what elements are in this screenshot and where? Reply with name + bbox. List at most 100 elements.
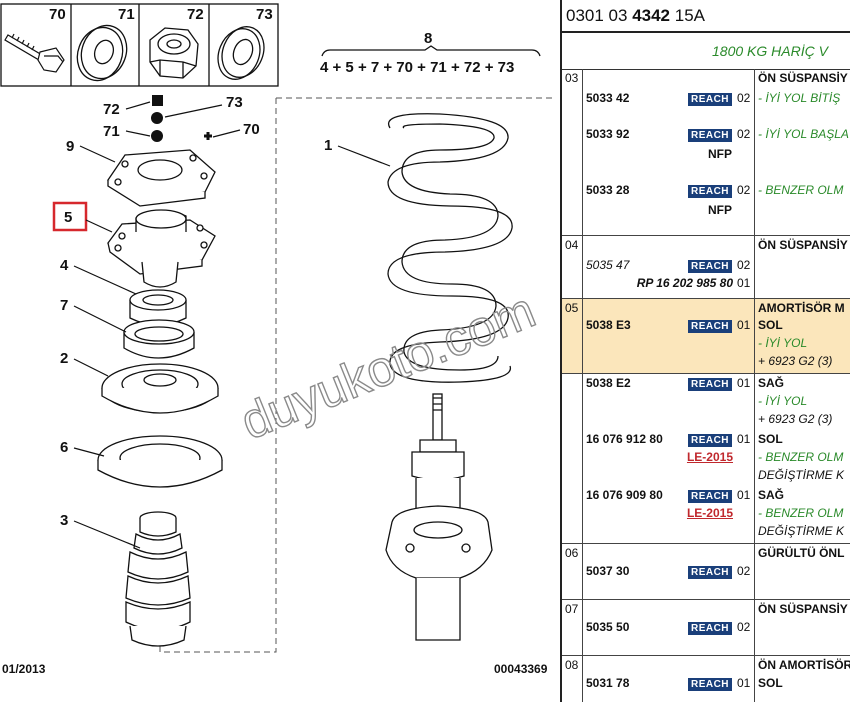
table-row[interactable]: 5038 E2 REACH 01 SAĞ [586,376,785,391]
table-row[interactable]: 5035 47 REACH 02 [586,258,751,273]
nfp-tag: NFP [708,203,732,217]
reach-badge: REACH [688,93,732,106]
reach-badge: REACH [688,185,732,198]
thumb-label-70: 70 [49,6,66,23]
strut-mount [107,209,216,288]
table-row[interactable]: 5033 28 REACH 02 - BENZER OLM [586,183,844,198]
label-2: 2 [60,350,68,367]
reach-badge: REACH [688,320,732,333]
bearing-ring [129,289,187,326]
table-row[interactable]: 16 076 909 80 REACH 01 SAĞ [586,488,785,503]
washer-marker-dot [151,112,163,124]
kit-formula: 4 + 5 + 7 + 70 + 71 + 72 + 73 [320,59,514,76]
bearing-cup [123,319,195,359]
bolt-icon [4,33,65,73]
washer-icon [217,26,265,80]
le-2015-tag[interactable]: LE-2015 [686,506,733,520]
label-5: 5 [64,209,72,226]
washer-marker-dot [151,130,163,142]
nut-marker-square [152,95,163,106]
part-number[interactable]: 16 076 912 80 [586,432,663,446]
part-number[interactable]: 5033 28 [586,183,630,197]
section-title: ÖN AMORTİSÖR [758,658,850,672]
table-row: - İYİ YOL [758,336,808,350]
catalog-header: 0301 03 4342 15A [562,0,850,33]
table-row[interactable]: RP 16 202 985 80 01 [636,276,751,290]
bump-stop-boot [125,511,191,647]
thumb-label-72: 72 [187,6,204,23]
sub-part-number[interactable]: RP 16 202 985 80 [636,276,733,290]
label-70: 70 [243,121,260,138]
section-title: ÖN SÜSPANSİY [758,71,848,85]
table-row: DEĞİŞTİRME K [758,524,845,538]
section-04: 04 ÖN SÜSPANSİY 5035 47 REACH 02 RP 16 2… [562,236,850,299]
thumb-label-73: 73 [256,6,273,23]
label-9: 9 [66,138,74,155]
label-6: 6 [60,439,68,456]
part-number[interactable]: 5037 30 [586,564,630,578]
exploded-parts-diagram: 70 71 72 73 8 4 + 5 + 7 + 70 + 71 + 72 +… [0,3,556,676]
section-08: 08 ÖN AMORTİSÖR 5031 78 REACH 01 SOL [562,656,850,702]
reach-badge: REACH [688,566,732,579]
spring-isolator [97,435,223,488]
reach-badge: REACH [688,260,732,273]
part-number[interactable]: 16 076 909 80 [586,488,663,502]
label-3: 3 [60,512,68,529]
label-72: 72 [103,101,120,118]
section-title: ÖN SÜSPANSİY [758,238,848,252]
table-row: DEĞİŞTİRME K [758,468,845,482]
reach-badge: REACH [688,490,732,503]
kit-label: 8 [424,30,432,47]
highlight-box-part-5 [52,201,88,232]
table-row: LE-2015 - BENZER OLM [686,506,844,520]
upper-mount-plate [107,149,216,207]
nut-icon [149,27,199,79]
reach-badge: REACH [688,622,732,635]
part-number[interactable]: 5033 42 [586,91,630,105]
table-row: LE-2015 - BENZER OLM [686,450,844,464]
table-row[interactable]: 5033 42 REACH 02 - İYİ YOL BİTİŞ [586,91,841,106]
section-05-selected[interactable]: 05 AMORTİSÖR M 5038 E3 REACH 01 SOL - İY… [562,299,850,374]
thumbnail-strip [0,3,279,87]
table-row[interactable]: 5037 30 REACH 02 [586,564,751,579]
section-title: AMORTİSÖR M [758,301,845,315]
reach-badge: REACH [688,678,732,691]
table-row[interactable]: 5038 E3 REACH 01 SOL [586,318,783,333]
part-number[interactable]: 5033 92 [586,127,630,141]
coil-spring [387,113,513,383]
part-number[interactable]: 5031 78 [586,676,630,690]
label-7: 7 [60,297,68,314]
table-row: + 6923 G2 (3) [758,354,833,368]
table-row[interactable]: 5031 78 REACH 01 SOL [586,676,783,691]
catalog-subheader: 1800 KG HARİÇ V [562,33,850,70]
spring-seat-upper [101,363,219,414]
label-1: 1 [324,137,332,154]
part-number[interactable]: 5038 E3 [586,318,631,332]
shock-absorber [385,393,493,641]
part-number[interactable]: 5038 E2 [586,376,631,390]
nfp-tag: NFP [708,147,732,161]
table-row[interactable]: 5035 50 REACH 02 [586,620,751,635]
table-row: - İYİ YOL [758,394,808,408]
le-2015-tag[interactable]: LE-2015 [686,450,733,464]
bolt-marker-plus [204,132,212,140]
reach-badge: REACH [688,129,732,142]
watermark: duyukoto.com [233,282,543,451]
diagram-date: 01/2013 [2,662,46,676]
section-05-continued: 5038 E2 REACH 01 SAĞ - İYİ YOL + 6923 G2… [562,374,850,544]
table-row[interactable]: 5033 92 REACH 02 - İYİ YOL BAŞLA [586,127,849,142]
table-row: NFP [562,147,850,165]
part-number[interactable]: 5035 47 [586,258,630,272]
table-row: + 6923 G2 (3) [758,412,833,426]
table-row[interactable]: 16 076 912 80 REACH 01 SOL [586,432,783,447]
thumb-label-71: 71 [118,6,135,23]
table-row: NFP [562,203,850,221]
diagram-ref: 00043369 [494,662,548,676]
catalog-header-bold: 4342 [632,6,671,25]
parts-list-panel: 0301 03 4342 15A 1800 KG HARİÇ V 03 ÖN S… [560,0,850,702]
part-number[interactable]: 5035 50 [586,620,630,634]
kit-bracket [321,45,541,57]
reach-badge: REACH [688,378,732,391]
section-03: 03 ÖN SÜSPANSİY 5033 42 REACH 02 - İYİ Y… [562,69,850,236]
reach-badge: REACH [688,434,732,447]
